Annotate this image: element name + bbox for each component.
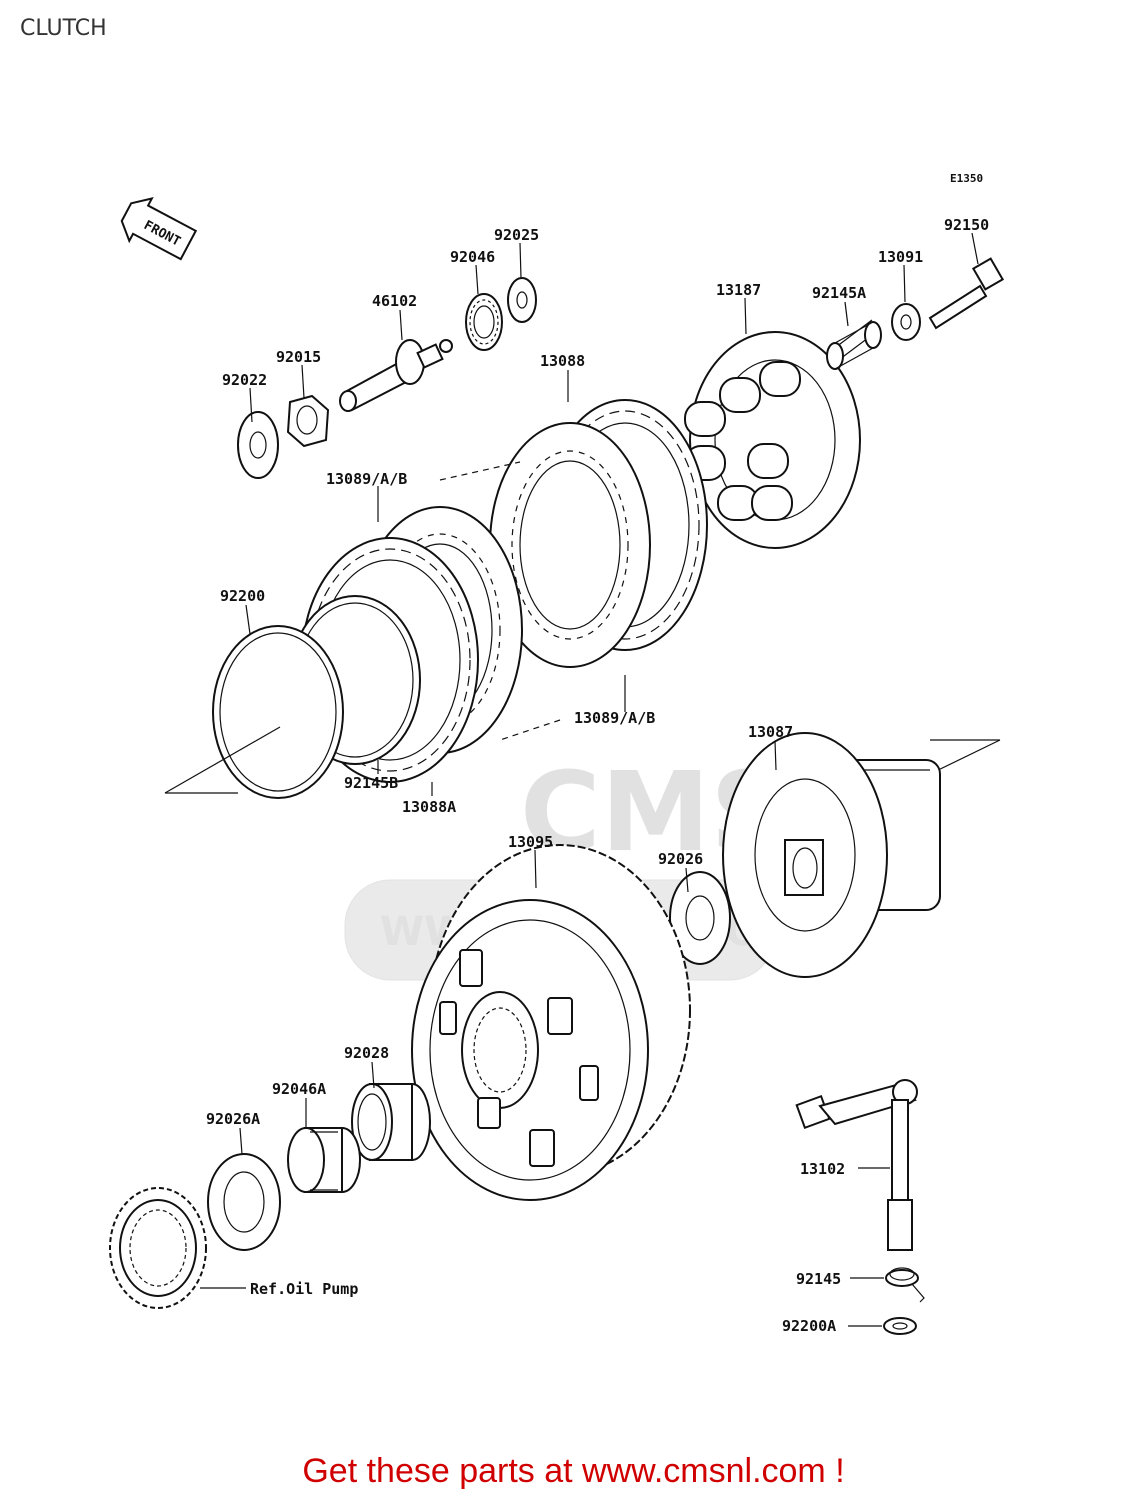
label-13087: 13087 xyxy=(748,723,793,741)
label-92015: 92015 xyxy=(276,348,321,366)
washer-92025 xyxy=(507,277,537,323)
circlip-92200 xyxy=(212,625,344,799)
bearing-92046 xyxy=(465,293,503,351)
needle-bearing-92046A xyxy=(287,1127,361,1193)
diagram-code: E1350 xyxy=(950,172,983,185)
label-13187: 13187 xyxy=(716,281,761,299)
clutch-exploded-diagram: CMS WWW.CMSNL.COM FRONT E1350 92022 9201… xyxy=(109,172,1005,1335)
washer-92200A xyxy=(883,1317,917,1335)
bolt-92150 xyxy=(928,257,1005,330)
label-92145B: 92145B xyxy=(344,774,398,792)
label-13089-bottom: 13089/A/B xyxy=(574,709,655,727)
label-92026A: 92026A xyxy=(206,1110,260,1128)
label-92200: 92200 xyxy=(220,587,265,605)
washer-92026A xyxy=(207,1153,281,1251)
label-13095: 13095 xyxy=(508,833,553,851)
label-13091: 13091 xyxy=(878,248,923,266)
label-13089-top: 13089/A/B xyxy=(326,470,407,488)
washer-92022 xyxy=(237,411,279,479)
label-92200A: 92200A xyxy=(782,1317,836,1335)
clutch-housing-13095 xyxy=(411,844,691,1201)
label-13102: 13102 xyxy=(800,1160,845,1178)
spring-92145A xyxy=(826,319,882,370)
front-arrow-icon: FRONT xyxy=(120,197,198,261)
label-ref-oil-pump: Ref.Oil Pump xyxy=(250,1280,358,1298)
label-92022: 92022 xyxy=(222,371,267,389)
oil-pump-gear xyxy=(109,1187,207,1309)
torsion-spring-92145 xyxy=(885,1267,925,1303)
page-title: CLUTCH xyxy=(20,16,107,41)
pressure-plate-13187 xyxy=(684,331,861,549)
spring-plate-13091 xyxy=(891,303,921,341)
pushrod-46102 xyxy=(339,339,453,412)
label-13088A: 13088A xyxy=(402,798,456,816)
promo-footer-link[interactable]: Get these parts at www.cmsnl.com ! xyxy=(302,1452,845,1490)
label-92028: 92028 xyxy=(344,1044,389,1062)
label-92145: 92145 xyxy=(796,1270,841,1288)
clutch-hub-13087 xyxy=(722,732,941,978)
washer-92026 xyxy=(669,871,731,965)
label-92046A: 92046A xyxy=(272,1080,326,1098)
nut-92015 xyxy=(286,394,330,448)
label-46102: 46102 xyxy=(372,292,417,310)
label-92046: 92046 xyxy=(450,248,495,266)
label-92150: 92150 xyxy=(944,216,989,234)
label-92025: 92025 xyxy=(494,226,539,244)
label-13088: 13088 xyxy=(540,352,585,370)
release-shaft-13102 xyxy=(795,1079,918,1251)
label-92026: 92026 xyxy=(658,850,703,868)
sleeve-92028 xyxy=(351,1083,431,1161)
label-92145A: 92145A xyxy=(812,284,866,302)
